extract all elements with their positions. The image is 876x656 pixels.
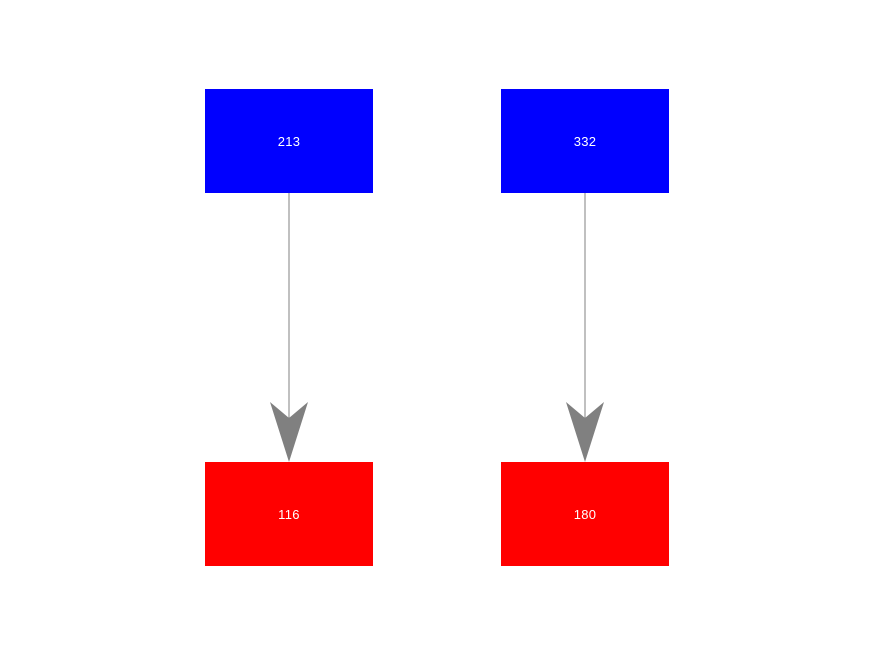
node-label: 213 [277, 133, 301, 149]
node-180[interactable]: 180 [501, 462, 669, 566]
node-332[interactable]: 332 [501, 89, 669, 193]
node-213[interactable]: 213 [205, 89, 373, 193]
edge-213-to-116 [270, 193, 308, 462]
node-label: 332 [573, 133, 597, 149]
node-label: 180 [573, 506, 597, 522]
node-116[interactable]: 116 [205, 462, 373, 566]
edge-arrowhead [270, 402, 308, 462]
edge-arrowhead [566, 402, 604, 462]
node-label: 116 [278, 506, 300, 522]
edge-332-to-180 [566, 193, 604, 462]
